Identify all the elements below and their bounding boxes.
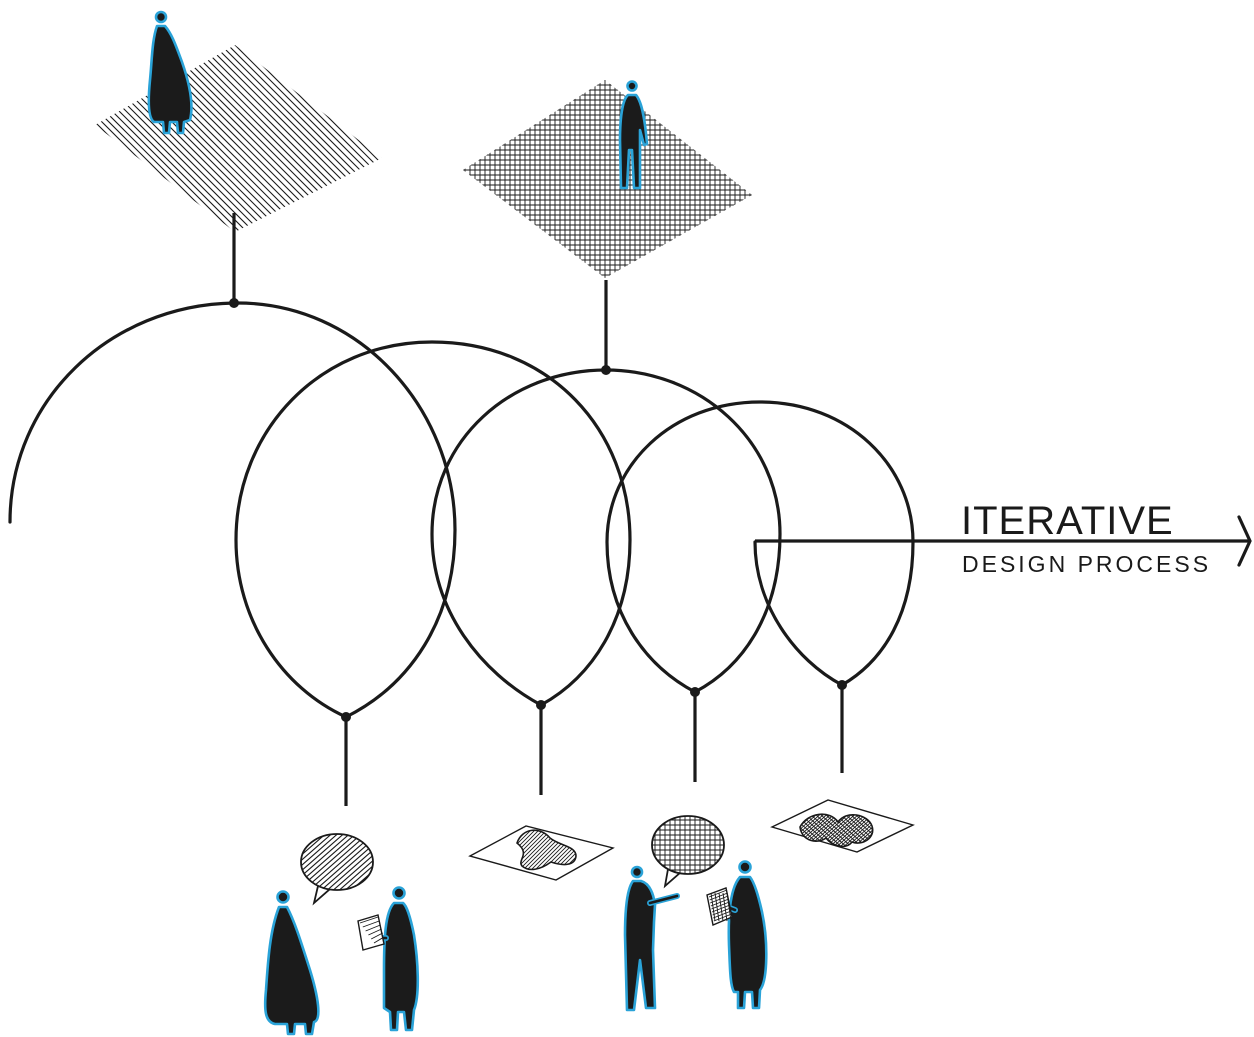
hatch-stroke xyxy=(844,814,873,847)
hatch-stroke xyxy=(333,834,373,890)
hatch-stroke xyxy=(301,834,349,890)
hatch-stroke xyxy=(373,936,385,944)
paper-sheet-icon xyxy=(770,799,915,853)
hatch-stroke xyxy=(301,834,367,890)
hatch-stroke xyxy=(95,45,165,232)
hatch-stroke xyxy=(222,45,382,232)
hatch-stroke xyxy=(0,40,80,240)
hatch-stroke xyxy=(95,45,130,232)
iteration-loop-4 xyxy=(605,400,915,694)
person-figure-icon xyxy=(147,10,193,135)
speech-bubble-icon xyxy=(220,830,456,906)
person-figure-icon xyxy=(263,890,320,1036)
hatch-stroke xyxy=(819,814,871,847)
hatch-stroke xyxy=(850,814,873,847)
hatch-stroke xyxy=(800,814,835,847)
hatch-stroke xyxy=(236,45,382,232)
hatch-stroke xyxy=(95,45,256,232)
hatch-stroke xyxy=(714,892,720,922)
hatch-stroke xyxy=(220,830,300,900)
hatch-stroke xyxy=(0,40,94,240)
iteration-loop-2 xyxy=(234,340,632,719)
hatch-stroke xyxy=(362,920,380,928)
hatch-stroke xyxy=(229,45,382,232)
hatch-stroke xyxy=(0,40,87,240)
hatch-stroke xyxy=(321,834,373,890)
subtitle-label: DESIGN PROCESS xyxy=(962,551,1211,577)
hatch-stroke xyxy=(822,814,873,847)
hatch-stroke xyxy=(359,916,379,924)
hatch-stroke xyxy=(301,834,307,890)
hatch-stroke xyxy=(834,814,873,847)
hatch-stroke xyxy=(301,834,361,890)
hatch-stroke xyxy=(839,814,873,847)
speech-bubble-icon xyxy=(651,815,725,889)
hatch-stroke xyxy=(517,830,541,870)
hatch-stroke xyxy=(368,928,382,936)
hatch-stroke xyxy=(301,834,331,890)
hatch-stroke xyxy=(365,924,381,932)
hatch-stroke xyxy=(327,834,373,890)
hatch-stroke xyxy=(517,830,549,870)
title-label: ITERATIVE xyxy=(961,499,1174,543)
hatch-stroke xyxy=(301,834,313,890)
hatch-stroke xyxy=(301,834,343,890)
hatch-stroke xyxy=(800,814,841,847)
hatch-stroke xyxy=(710,892,716,922)
hatch-stroke xyxy=(710,898,729,907)
hatch-stroke xyxy=(800,814,846,847)
hatch-stroke xyxy=(800,814,838,847)
hatch-stroke xyxy=(722,892,728,922)
hatch-stroke xyxy=(334,45,382,232)
hatch-stroke xyxy=(800,814,842,847)
hatch-stroke xyxy=(370,932,384,940)
iteration-loop-1 xyxy=(8,301,457,719)
hatch-stroke xyxy=(215,45,382,232)
hatch-stroke xyxy=(95,45,242,232)
iteration-loop-5 xyxy=(753,540,844,687)
crosshatched-plan-icon xyxy=(463,80,752,278)
hatch-stroke xyxy=(708,889,728,898)
iteration-loop-3 xyxy=(430,368,782,707)
hatch-stroke xyxy=(95,45,116,232)
hatch-stroke xyxy=(95,45,102,232)
hatch-stroke xyxy=(709,892,728,901)
hatch-stroke xyxy=(836,814,873,847)
hatch-stroke xyxy=(846,814,873,847)
person-figure-icon xyxy=(623,865,680,1012)
hatch-stroke xyxy=(800,814,851,847)
hatch-stroke xyxy=(95,45,249,232)
hatch-stroke xyxy=(718,892,724,922)
person-figure-icon xyxy=(706,860,768,1010)
hatch-stroke xyxy=(95,45,172,232)
hatch-stroke xyxy=(517,830,537,870)
hatch-stroke xyxy=(814,814,866,847)
hatch-stroke xyxy=(800,814,828,847)
hatch-stroke xyxy=(315,834,373,890)
hatch-stroke xyxy=(804,814,856,847)
hatch-stroke xyxy=(301,834,355,890)
process-arrow-head xyxy=(1237,515,1252,567)
hatch-stroke xyxy=(95,45,123,232)
hatch-stroke xyxy=(825,814,873,847)
hatch-stroke xyxy=(95,45,109,232)
hatch-stroke xyxy=(376,830,456,900)
hatch-stroke xyxy=(517,830,553,870)
hatch-stroke xyxy=(710,895,729,904)
hatch-stroke xyxy=(726,892,732,922)
person-figure-icon xyxy=(618,80,649,190)
hatch-stroke xyxy=(95,45,137,232)
hatch-stroke xyxy=(301,834,337,890)
hatch-stroke xyxy=(369,834,373,890)
paper-sheet-icon xyxy=(468,825,615,881)
person-figure-icon xyxy=(357,886,420,1032)
hatch-stroke xyxy=(95,45,144,232)
